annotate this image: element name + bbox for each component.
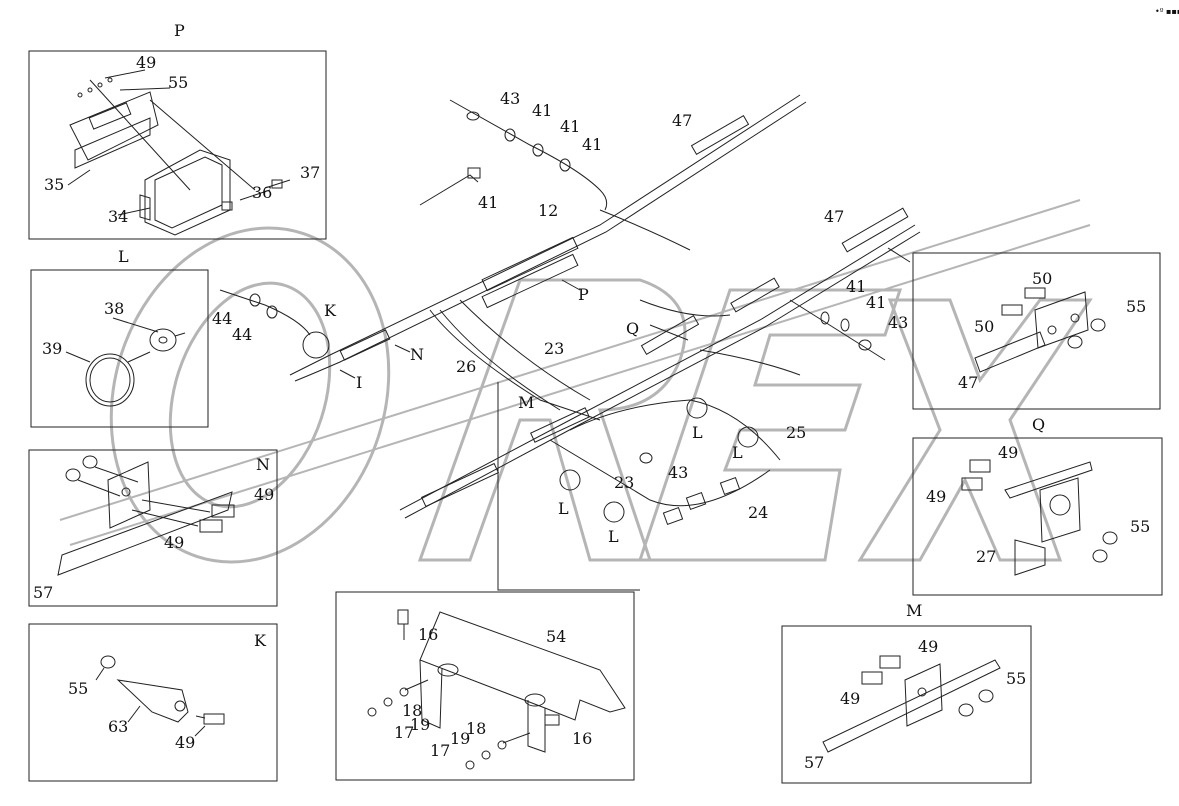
callout-label: 43 — [500, 89, 520, 108]
callout-label: 35 — [44, 175, 64, 194]
corner-mark: •º ▪▪▪ — [1155, 7, 1179, 16]
callout-label: 41 — [866, 293, 886, 312]
callout-label: 27 — [976, 547, 996, 566]
panel-m-title: M — [906, 601, 922, 620]
callout-label: 47 — [958, 373, 978, 392]
callout-label: 49 — [840, 689, 860, 708]
callout-label: 26 — [456, 357, 476, 376]
panel-47: 50 50 55 47 — [912, 252, 1161, 410]
callout-label: 18 — [466, 719, 486, 738]
callout-label: 44 — [232, 325, 252, 344]
callout-label: 41 — [846, 277, 866, 296]
callout-label: 41 — [478, 193, 498, 212]
callout-label: 49 — [164, 533, 184, 552]
callout-label: 43 — [668, 463, 688, 482]
callout-label: 50 — [974, 317, 994, 336]
panel-bracket: 16 54 18 19 17 16 18 19 17 — [335, 591, 635, 781]
callout-label: 17 — [430, 741, 450, 760]
callout-label: 47 — [824, 207, 844, 226]
callout-label: 38 — [104, 299, 124, 318]
callout-label: 49 — [254, 485, 274, 504]
callout-label: 50 — [1032, 269, 1052, 288]
callout-label: 25 — [786, 423, 806, 442]
callout-label: I — [356, 373, 362, 392]
callout-label: P — [578, 285, 589, 304]
panel-p-title: P — [174, 21, 185, 40]
callout-label: 19 — [410, 715, 430, 734]
callout-label: 49 — [136, 53, 156, 72]
callout-label: 37 — [300, 163, 320, 182]
panel-m: M 49 49 55 57 — [781, 601, 1032, 784]
callout-label: L — [558, 499, 569, 518]
callout-label: 23 — [614, 473, 634, 492]
callout-label: 24 — [748, 503, 768, 522]
callout-label: M — [518, 393, 534, 412]
callout-label: 47 — [672, 111, 692, 130]
callout-label: 12 — [538, 201, 558, 220]
watermark — [59, 199, 1093, 564]
callout-label: 54 — [546, 627, 566, 646]
callout-label: 55 — [1130, 517, 1150, 536]
panel-q-title: Q — [1032, 415, 1045, 434]
callout-label: Q — [626, 319, 639, 338]
callout-label: N — [410, 345, 424, 364]
callout-label: 41 — [560, 117, 580, 136]
callout-label: L — [732, 443, 743, 462]
panel-k: K 55 63 49 — [28, 623, 278, 782]
callout-label: 44 — [212, 309, 232, 328]
callout-label: 43 — [888, 313, 908, 332]
callout-label: 57 — [33, 583, 53, 602]
callout-label: 19 — [450, 729, 470, 748]
panel-p: P 49 55 35 34 36 37 — [28, 21, 327, 240]
callout-label: 17 — [394, 723, 414, 742]
callout-label: 18 — [402, 701, 422, 720]
callout-label: 63 — [108, 717, 128, 736]
callout-label: 36 — [252, 183, 272, 202]
panel-l-title: L — [118, 247, 129, 266]
callout-label: 16 — [418, 625, 438, 644]
panel-l: L 38 39 — [30, 247, 209, 428]
panel-k-title: K — [254, 631, 267, 650]
callout-label: 55 — [1126, 297, 1146, 316]
callout-label: 49 — [918, 637, 938, 656]
callout-label: 55 — [168, 73, 188, 92]
callout-label: 41 — [582, 135, 602, 154]
panel-n-title: N — [256, 455, 270, 474]
callout-label: 34 — [108, 207, 128, 226]
callout-label: L — [692, 423, 703, 442]
main-harness — [219, 94, 921, 591]
main-labels: 43 41 41 41 41 47 12 47 41 41 43 44 44 K… — [212, 89, 908, 546]
panel-q: Q 49 49 55 27 — [912, 415, 1163, 596]
callout-label: 49 — [998, 443, 1018, 462]
callout-label: K — [324, 301, 337, 320]
callout-label: 49 — [175, 733, 195, 752]
callout-label: 55 — [68, 679, 88, 698]
callout-label: 16 — [572, 729, 592, 748]
callout-label: 55 — [1006, 669, 1026, 688]
callout-label: 23 — [544, 339, 564, 358]
callout-label: 41 — [532, 101, 552, 120]
callout-label: 39 — [42, 339, 62, 358]
callout-label: 57 — [804, 753, 824, 772]
panel-n: N 49 49 57 — [28, 449, 278, 607]
callout-label: L — [608, 527, 619, 546]
callout-label: 49 — [926, 487, 946, 506]
